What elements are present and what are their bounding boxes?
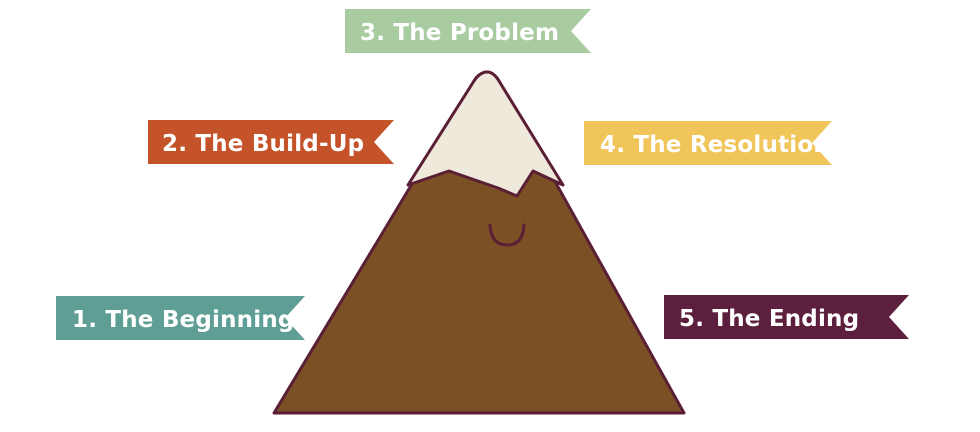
banner-ribbon <box>56 296 305 340</box>
mountain <box>272 70 686 415</box>
banner-label: 4. The Resolution <box>600 132 830 158</box>
banner-label: 1. The Beginning <box>72 307 295 333</box>
mountain-smile <box>488 223 526 247</box>
banner-ribbon <box>584 121 832 165</box>
banner-ribbon <box>345 9 591 53</box>
banner-label: 5. The Ending <box>679 306 859 332</box>
mountain-snowcap <box>406 70 565 198</box>
banner-label: 2. The Build-Up <box>162 131 364 157</box>
stage-banner-build-up: 2. The Build-Up <box>148 120 394 164</box>
stage-banner-ending: 5. The Ending <box>664 295 909 339</box>
stage-banner-resolution: 4. The Resolution <box>584 121 832 165</box>
banner-label: 3. The Problem <box>360 20 559 46</box>
banner-ribbon <box>148 120 394 164</box>
stage-banner-problem: 3. The Problem <box>345 9 591 53</box>
banner-ribbon <box>664 295 909 339</box>
stage-banner-beginning: 1. The Beginning <box>56 296 305 340</box>
